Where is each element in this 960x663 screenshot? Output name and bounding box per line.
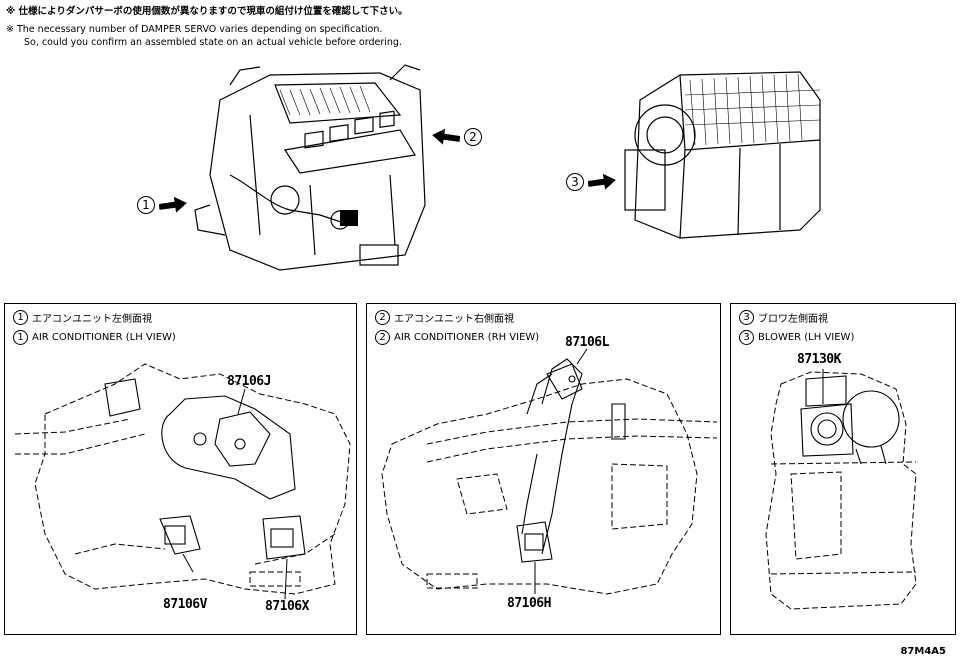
blower-lh-view-drawing xyxy=(765,369,917,610)
ac-rh-view-drawing xyxy=(381,348,718,595)
callout-1-number: 1 xyxy=(137,196,155,214)
panel-ac-rh-view: 2 エアコンユニット右側面視 2 AIR CONDITIONER (RH VIE… xyxy=(366,303,721,635)
part-87106X: 87106X xyxy=(265,599,309,614)
part-87130K: 87130K xyxy=(797,352,841,367)
air-conditioner-unit-illustration xyxy=(194,64,426,271)
arrow-right-icon xyxy=(588,174,616,190)
panel-1-number: 1 xyxy=(13,310,28,325)
panel-2-title-en: 2 AIR CONDITIONER (RH VIEW) xyxy=(375,330,539,345)
part-87106L: 87106L xyxy=(565,335,609,350)
panel-ac-lh-view: 1 エアコンユニット左側面視 1 AIR CONDITIONER (LH VIE… xyxy=(4,303,357,635)
panel-2-title-en-text: AIR CONDITIONER (RH VIEW) xyxy=(394,332,540,343)
panel-1-number-en: 1 xyxy=(13,330,28,345)
blower-unit-illustration xyxy=(624,71,821,239)
panel-3-title-jp: 3 ブロワ左側面視 xyxy=(739,310,828,325)
callout-2: 2 xyxy=(432,128,482,146)
note-english-line1: ※ The necessary number of DAMPER SERVO v… xyxy=(6,24,383,35)
panel-1-title-jp-text: エアコンユニット左側面視 xyxy=(32,314,152,325)
figure-code: 87M4A5 xyxy=(900,646,946,657)
panel-blower-lh-view: 3 ブロワ左側面視 3 BLOWER (LH VIEW) 87130K xyxy=(730,303,956,635)
panel-2-title-jp: 2 エアコンユニット右側面視 xyxy=(375,310,514,325)
panel-3-number-en: 3 xyxy=(739,330,754,345)
panel-3-title-jp-text: ブロワ左側面視 xyxy=(758,314,828,325)
panel-2-number-en: 2 xyxy=(375,330,390,345)
part-87106H: 87106H xyxy=(507,596,551,611)
panel-1-title-jp: 1 エアコンユニット左側面視 xyxy=(13,310,152,325)
note-japanese: ※ 仕様によりダンパサーボの使用個数が異なりますので現車の組付け位置を確認して下… xyxy=(6,6,408,17)
panel-1-title-en-text: AIR CONDITIONER (LH VIEW) xyxy=(32,332,176,343)
panel-1-title-en: 1 AIR CONDITIONER (LH VIEW) xyxy=(13,330,176,345)
panel-3-number: 3 xyxy=(739,310,754,325)
callout-2-number: 2 xyxy=(464,128,482,146)
callout-3-number: 3 xyxy=(566,173,584,191)
panel-2-title-jp-text: エアコンユニット右側面視 xyxy=(394,314,514,325)
note-english-line2: So, could you confirm an assembled state… xyxy=(24,37,402,48)
part-87106V: 87106V xyxy=(163,597,207,612)
panel-2-number: 2 xyxy=(375,310,390,325)
part-87106J: 87106J xyxy=(227,374,271,389)
arrow-right-icon xyxy=(159,197,187,213)
arrow-left-icon xyxy=(432,129,460,145)
callout-1: 1 xyxy=(137,196,187,214)
ac-lh-view-drawing xyxy=(14,363,351,600)
panel-3-title-en-text: BLOWER (LH VIEW) xyxy=(758,332,855,343)
panel-3-title-en: 3 BLOWER (LH VIEW) xyxy=(739,330,854,345)
callout-3: 3 xyxy=(566,173,616,191)
